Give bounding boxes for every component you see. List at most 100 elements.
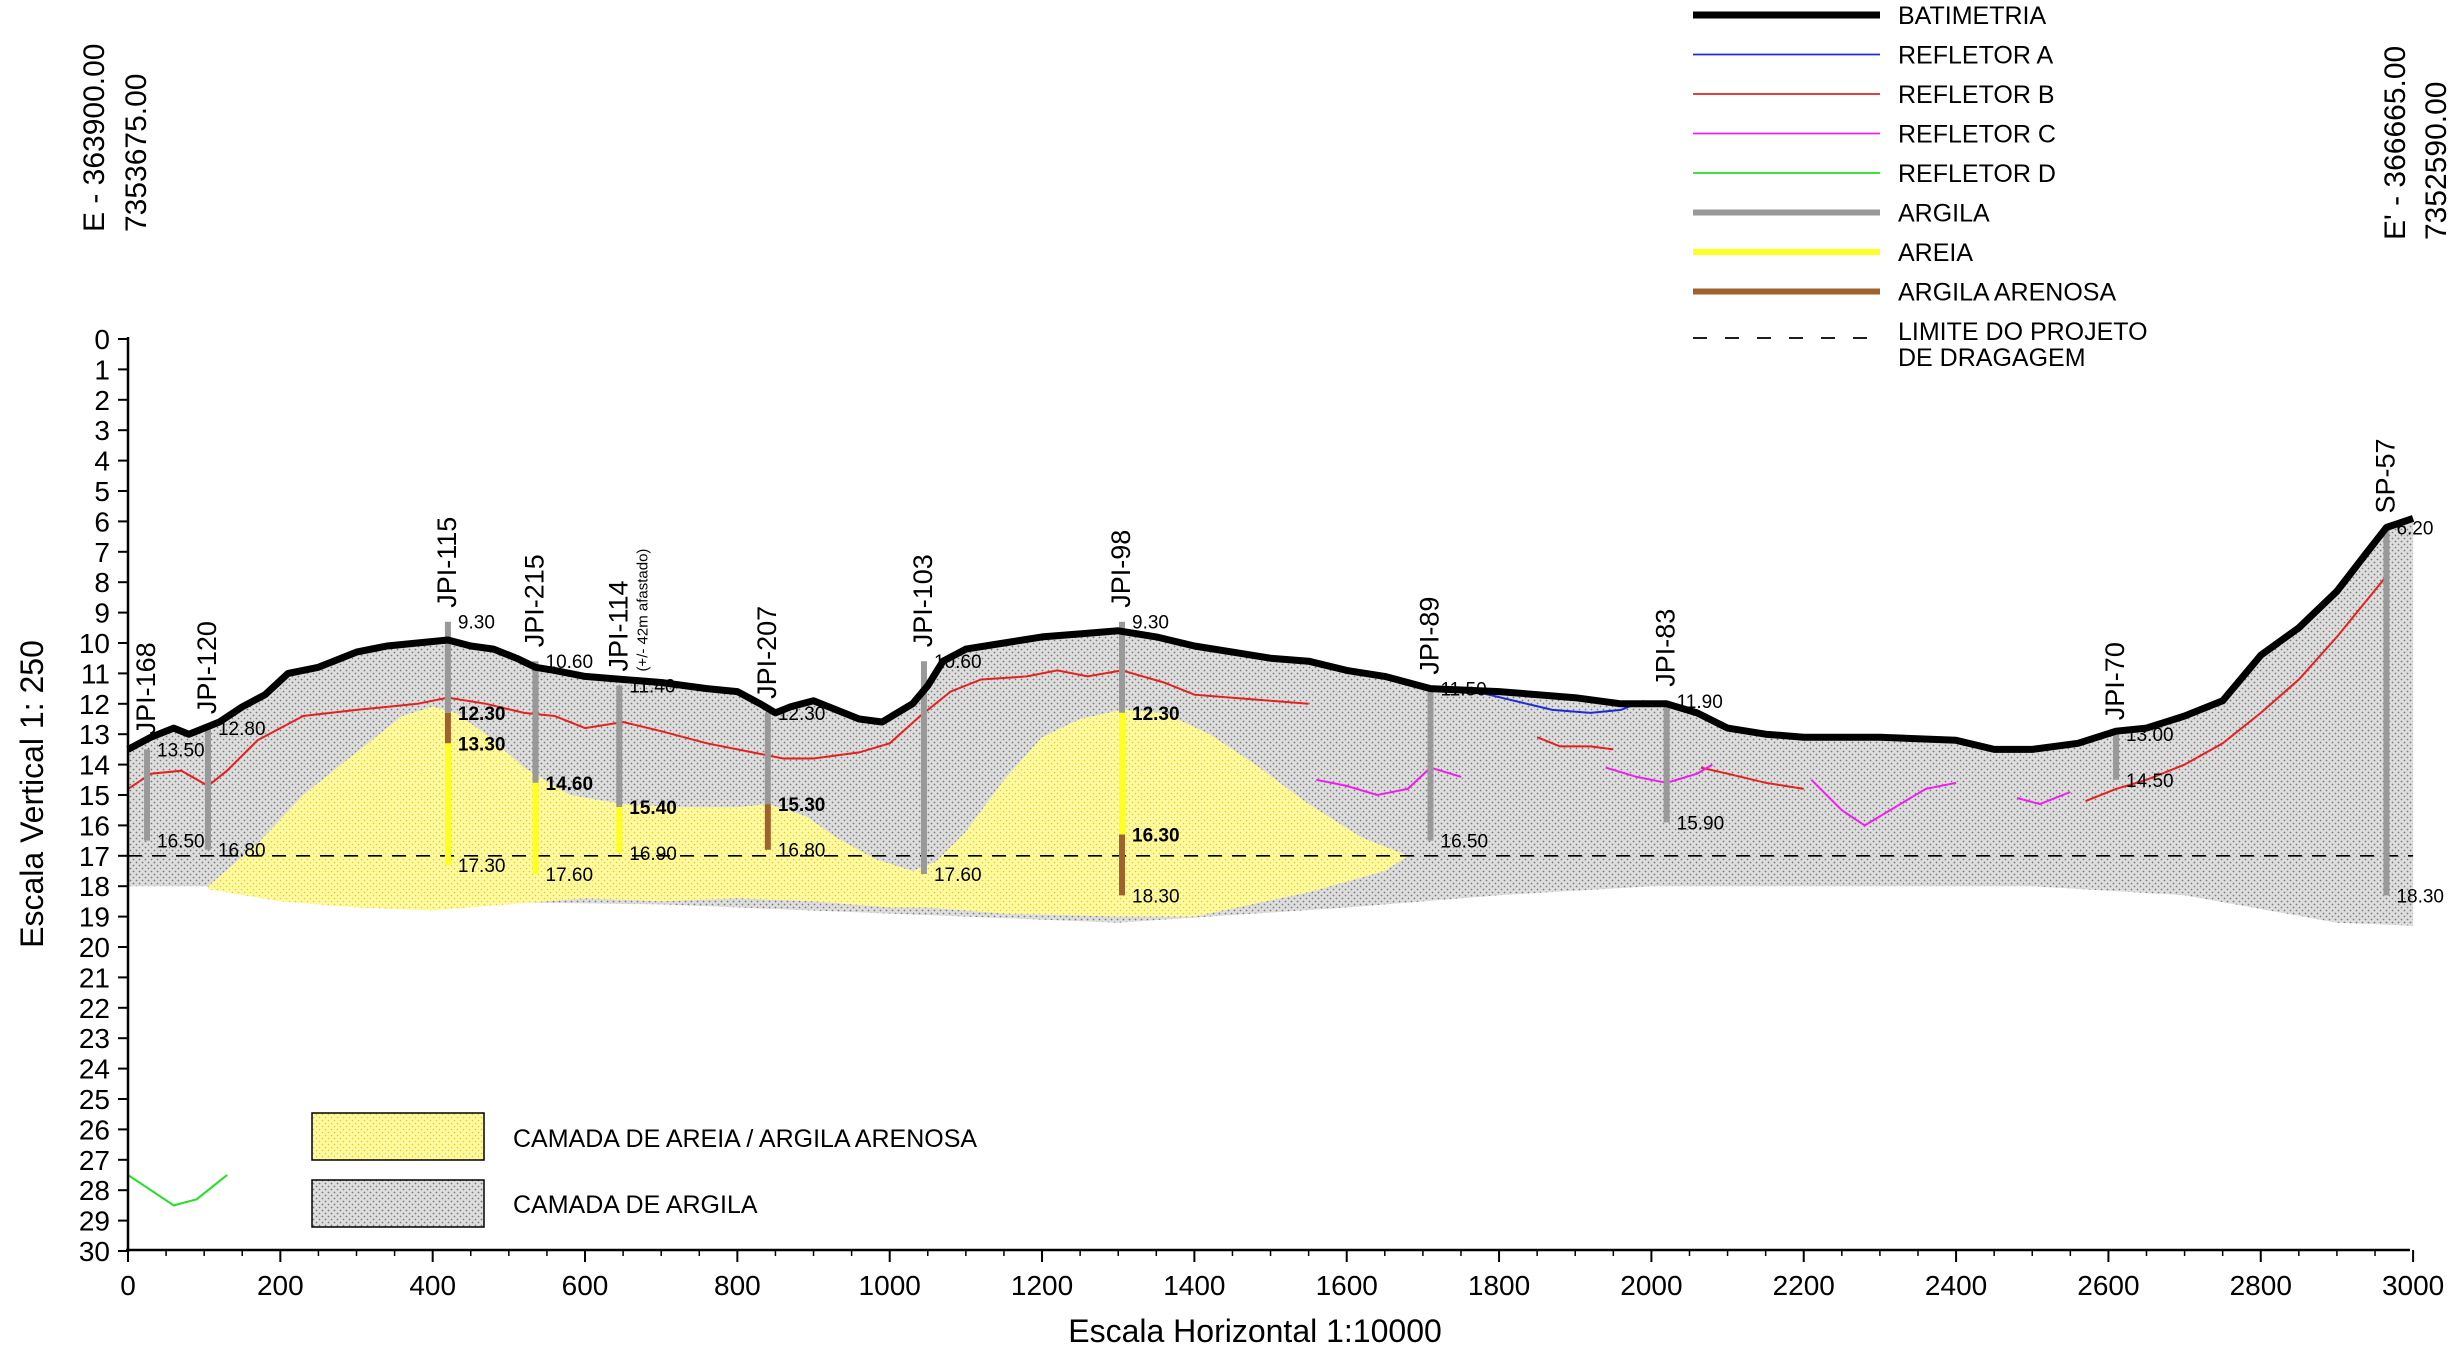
borehole-depth-label: 18.30: [2396, 886, 2444, 907]
borehole-name: JPI-120: [192, 621, 222, 714]
x-tick-label: 2400: [1925, 1270, 1987, 1301]
y-tick-label: 20: [79, 932, 110, 963]
y-tick-label: 22: [79, 993, 110, 1024]
reflector-c-segment: [1810, 779, 1957, 827]
y-tick-label: 10: [79, 628, 110, 659]
y-tick-label: 6: [94, 506, 110, 537]
sand-layer: [208, 706, 1408, 917]
legend-label: REFLETOR C: [1898, 121, 2056, 149]
y-tick-label: 18: [79, 871, 110, 902]
reflector-a-segment: [1475, 690, 1645, 714]
legend-item-refletor-b: REFLETOR B: [1693, 81, 2055, 109]
y-tick-label: 26: [79, 1114, 110, 1145]
legend-label: REFLETOR B: [1898, 81, 2055, 109]
clay-layer-legend-label: CAMADA DE ARGILA: [513, 1191, 758, 1219]
y-tick-label: 17: [79, 841, 110, 872]
x-tick-label: 1000: [859, 1270, 921, 1301]
axes: 0123456789101112131415161718192021222324…: [14, 324, 2444, 1348]
y-tick-label: 0: [94, 324, 110, 355]
y-tick-label: 21: [79, 962, 110, 993]
borehole-depth-label: 9.30: [458, 613, 495, 634]
x-tick-label: 600: [562, 1270, 609, 1301]
borehole-note: (+/- 42m afastado): [634, 549, 651, 672]
legend-label: LIMITE DO PROJETO: [1898, 318, 2148, 346]
x-tick-label: 0: [120, 1270, 136, 1301]
borehole-depth-label: 12.30: [458, 704, 506, 725]
borehole-depth-label: 15.40: [629, 798, 677, 819]
borehole-depth-label: 12.80: [218, 719, 266, 740]
line-legend: BATIMETRIA REFLETOR A REFLETOR B REFLETOR C…: [1693, 2, 2148, 372]
legend-item-argila: ARGILA: [1693, 200, 1990, 228]
legend-label: ARGILA: [1898, 200, 1990, 228]
borehole-depth-label: 16.80: [778, 841, 826, 862]
borehole-depth-label: 17.60: [934, 865, 982, 886]
borehole-depth-label: 15.90: [1677, 813, 1725, 834]
reflector-d-segment: [127, 1174, 228, 1207]
borehole-depth-label: 15.30: [778, 795, 826, 816]
x-tick-label: 2000: [1620, 1270, 1682, 1301]
borehole-name: JPI-103: [908, 554, 938, 647]
y-tick-label: 25: [79, 1084, 110, 1115]
legend-label-line2: DE DRAGAGEM: [1898, 344, 2086, 372]
clay-layer-swatch: [311, 1179, 485, 1228]
y-tick-label: 19: [79, 902, 110, 933]
borehole-depth-label: 9.30: [1132, 613, 1169, 634]
borehole-name: JPI-114: [603, 581, 633, 672]
geologic-layers: [128, 518, 2414, 926]
legend-item-areia: AREIA: [1693, 239, 1973, 267]
y-tick-label: 15: [79, 780, 110, 811]
reflector-c-segment: [1316, 766, 1462, 797]
x-tick-label: 800: [714, 1270, 761, 1301]
borehole-name: JPI-215: [520, 554, 550, 647]
left-corner-coord-1: E - 363900.00: [78, 44, 111, 232]
sand-layer-legend-label: CAMADA DE AREIA / ARGILA ARENOSA: [513, 1125, 977, 1153]
y-tick-label: 1: [94, 354, 110, 385]
y-tick-label: 29: [79, 1206, 110, 1237]
y-tick-label: 13: [79, 719, 110, 750]
x-axis-title: Escala Horizontal 1:10000: [1068, 1313, 1442, 1348]
x-tick-label: 2200: [1773, 1270, 1835, 1301]
y-tick-label: 27: [79, 1145, 110, 1176]
legend-label: REFLETOR D: [1898, 160, 2056, 188]
x-tick-label: 2600: [2077, 1270, 2139, 1301]
borehole-name: JPI-207: [752, 606, 782, 699]
y-tick-label: 16: [79, 810, 110, 841]
borehole-depth-label: 14.60: [546, 774, 594, 795]
reflector-b-segment: [2085, 575, 2388, 803]
y-tick-label: 12: [79, 689, 110, 720]
y-tick-label: 9: [94, 598, 110, 629]
borehole-depth-label: 13.30: [458, 734, 506, 755]
legend-label: BATIMETRIA: [1898, 2, 2046, 30]
borehole-depth-label: 18.30: [1132, 886, 1180, 907]
y-tick-label: 8: [94, 567, 110, 598]
y-tick-label: 2: [94, 385, 110, 416]
borehole-depth-label: 13.50: [157, 740, 205, 761]
reflector-b-segment: [127, 669, 1309, 790]
x-tick-label: 1400: [1163, 1270, 1225, 1301]
x-tick-label: 400: [409, 1270, 456, 1301]
borehole-depth-label: 12.30: [1132, 704, 1180, 725]
y-tick-label: 4: [94, 446, 110, 477]
layer-legend: CAMADA DE AREIA / ARGILA ARENOSA CAMADA …: [311, 1112, 977, 1228]
y-tick-label: 14: [79, 750, 110, 781]
y-tick-label: 30: [79, 1236, 110, 1267]
borehole-depth-label: 16.30: [1132, 826, 1180, 847]
legend-item-refletor-a: REFLETOR A: [1693, 42, 2053, 70]
sand-layer-swatch: [311, 1112, 485, 1161]
y-tick-label: 23: [79, 1023, 110, 1054]
x-tick-label: 3000: [2382, 1270, 2444, 1301]
y-tick-label: 24: [79, 1054, 110, 1085]
borehole-name: JPI-168: [131, 642, 161, 735]
legend-label: REFLETOR A: [1898, 42, 2053, 70]
